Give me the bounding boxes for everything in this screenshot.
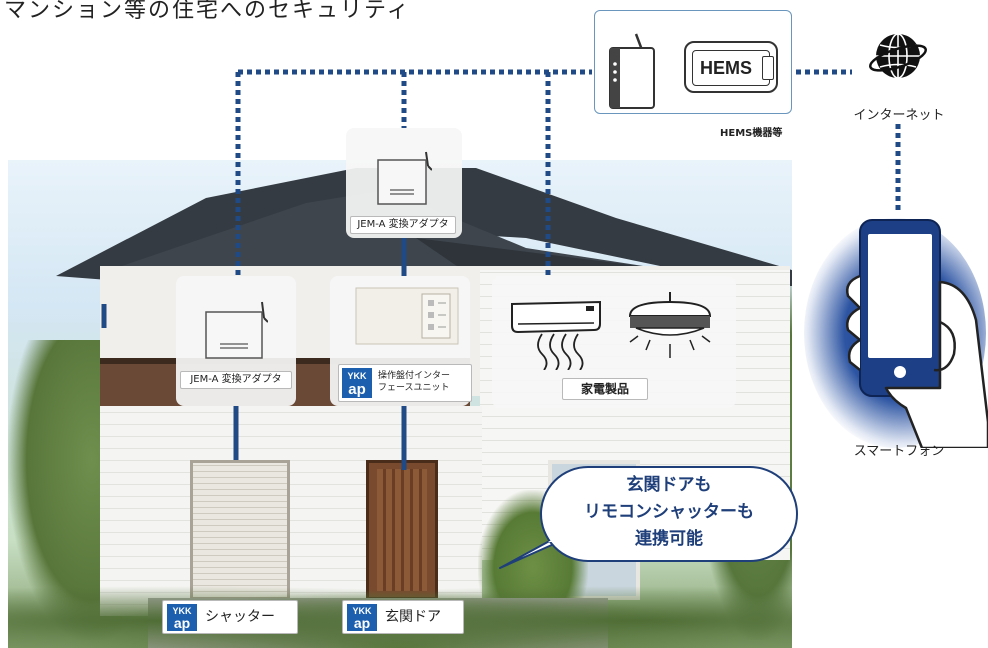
- bubble-tail-cover: [548, 532, 572, 542]
- bubble-line1: 玄関ドアも: [626, 475, 712, 495]
- ykk-ap-logo: YKK ap: [347, 604, 377, 631]
- bubble-text: 玄関ドアも リモコンシャッターも 連携可能: [546, 472, 792, 553]
- hems-panel-button: [762, 56, 774, 80]
- speech-bubble: [540, 466, 798, 562]
- interface-unit-label-line1: 操作盤付インター: [378, 371, 451, 381]
- logo-line2: ap: [174, 615, 190, 631]
- adapter-icon: [377, 151, 432, 205]
- shutter-label-text: シャッター: [205, 609, 275, 625]
- adapter-label-left: JEM-A 変換アダプタ: [180, 371, 292, 389]
- internet-label: インターネット: [853, 108, 945, 123]
- appliances-label: 家電製品: [562, 378, 648, 400]
- adapter-icon: [205, 301, 268, 359]
- interface-unit-label-line2: フェースユニット: [378, 383, 450, 393]
- door-label: YKK ap 玄関ドア: [342, 600, 464, 634]
- air-conditioner-icon: [511, 300, 601, 370]
- smartphone-label: スマートフォン: [853, 444, 945, 459]
- interface-unit-label-text: 操作盤付インター フェースユニット: [378, 370, 470, 394]
- globe-icon: [869, 33, 927, 79]
- ceiling-lamp-icon: [628, 292, 712, 358]
- door-photo: [366, 460, 438, 600]
- hems-caption: HEMS機器等: [720, 128, 783, 139]
- logo-line1: YKK: [352, 606, 372, 616]
- logo-line1: YKK: [172, 606, 192, 616]
- bubble-line2: リモコンシャッターも: [584, 502, 754, 522]
- router-icon: [609, 33, 655, 109]
- ykk-ap-logo: YKK ap: [167, 604, 197, 631]
- ykk-ap-logo: YKK ap: [342, 368, 372, 398]
- logo-line2: ap: [348, 381, 366, 398]
- smartphone-icon: [846, 219, 988, 448]
- interface-panel-icon: [355, 287, 459, 345]
- logo-line2: ap: [354, 615, 370, 631]
- hems-screen-text: HEMS: [699, 58, 752, 78]
- shutter-label: YKK ap シャッター: [162, 600, 298, 634]
- logo-line1: YKK: [347, 371, 367, 381]
- adapter-label-top: JEM-A 変換アダプタ: [350, 216, 456, 234]
- header-text: マンション等の住宅へのセキュリティ: [4, 0, 411, 23]
- hems-panel-screen: [692, 50, 770, 86]
- door-label-text: 玄関ドア: [385, 609, 441, 625]
- shutter-photo: [190, 460, 290, 600]
- bubble-line3: 連携可能: [635, 529, 703, 549]
